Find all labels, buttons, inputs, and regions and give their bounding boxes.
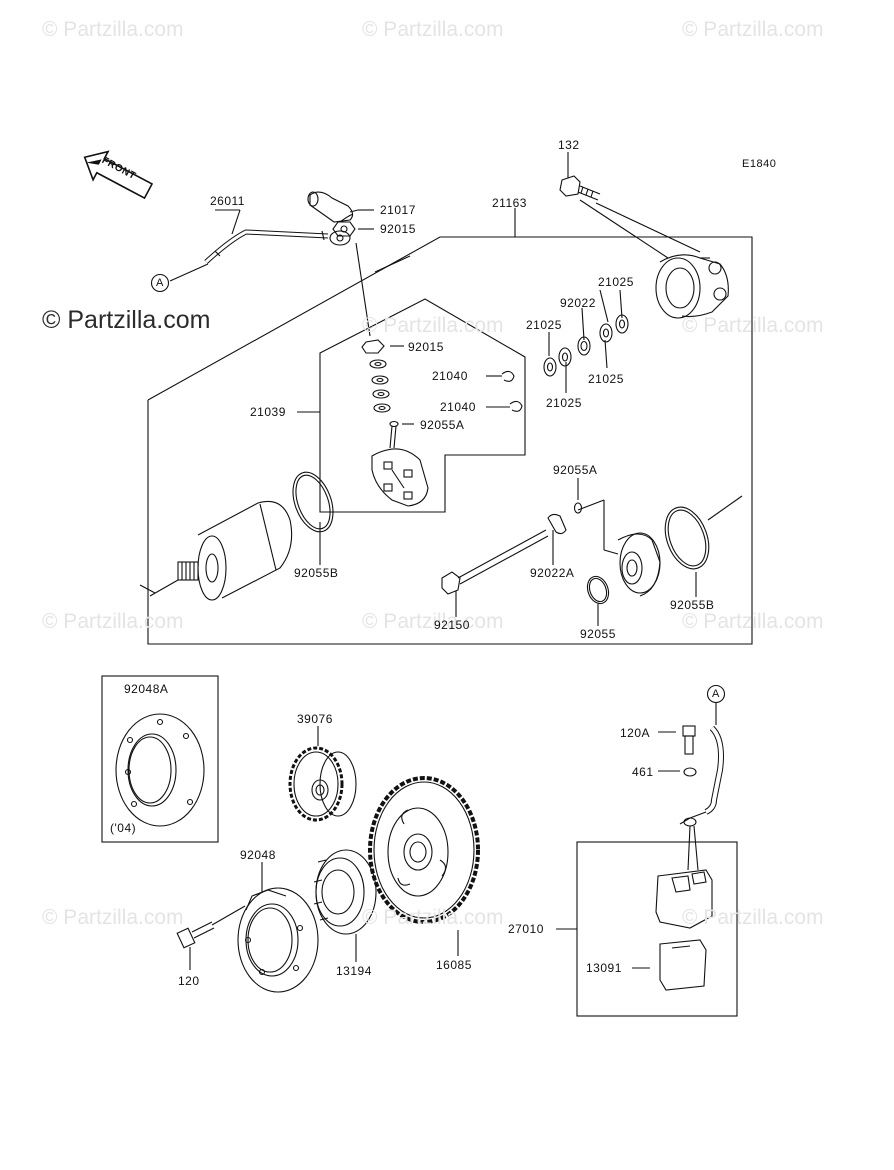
relay-cover-part [659,939,707,991]
flange-92048-part [237,887,319,993]
one-way-clutch-part [313,849,377,935]
part-label-21040-a[interactable]: 21040 [432,369,468,383]
starter-motor-part [149,500,293,601]
brush-spring-part [501,370,523,412]
ref-marker-a-top [150,273,170,293]
part-label-13091[interactable]: 13091 [586,961,622,975]
bolt-132-part [559,175,601,201]
watermark: © Partzilla.com [362,314,504,337]
part-label-92150[interactable]: 92150 [434,618,470,632]
washer-461-part [683,767,697,777]
diagram-code: E1840 [742,158,777,170]
part-label-21163[interactable]: 21163 [492,196,527,210]
part-label-92015-mid[interactable]: 92015 [408,340,444,354]
part-label-21017[interactable]: 21017 [380,203,416,217]
part-label-92015-top[interactable]: 92015 [380,222,416,236]
o-ring-left-part [292,471,334,533]
part-label-21025-a[interactable]: 21025 [598,275,634,289]
starter-gear-part [368,776,480,924]
part-label-26011[interactable]: 26011 [210,194,245,208]
part-label-16085[interactable]: 16085 [436,958,472,972]
watermark: © Partzilla.com [362,610,504,633]
relay-wire-part [679,725,724,871]
part-label-39076[interactable]: 39076 [297,712,333,726]
starter-relay-part [655,869,713,929]
bolt-120A-part [682,725,696,755]
starter-cable-part [204,229,351,264]
part-label-92055[interactable]: 92055 [580,627,616,641]
watermark: © Partzilla.com [42,18,184,41]
part-label-92022[interactable]: 92022 [560,296,596,310]
part-label-92022A[interactable]: 92022A [530,566,575,580]
relay-box [576,841,738,1017]
part-label-21040-b[interactable]: 21040 [440,400,476,414]
watermark: © Partzilla.com [42,610,184,633]
watermark: © Partzilla.com [682,314,824,337]
brush-holder-outline [319,298,526,513]
lock-plate-part [547,513,567,535]
main-assembly-outline [147,236,753,645]
end-cover-part [655,254,729,319]
small-o-ring-part [573,502,583,514]
part-label-13194[interactable]: 13194 [336,964,372,978]
leader-lines [139,152,743,970]
part-label-92055A-a[interactable]: 92055A [420,418,465,432]
brush-plate-part [371,448,429,507]
part-label-120A[interactable]: 120A [620,726,651,740]
part-label-120[interactable]: 120 [178,974,200,988]
front-cover-part [617,532,661,597]
watermark: © Partzilla.com [682,18,824,41]
o-ring-right-part [664,506,710,570]
bolt-120-part [176,921,215,949]
watermark: © Partzilla.com [682,610,824,633]
ref-marker-a-bottom-label: A [712,688,720,700]
watermark: © Partzilla.com [42,906,184,929]
seal-box [101,675,219,843]
part-label-21025-d[interactable]: 21025 [546,396,582,410]
part-label-21025-b[interactable]: 21025 [526,318,562,332]
watermark: © Partzilla.com [682,906,824,929]
part-label-132[interactable]: 132 [558,138,580,152]
front-arrow-icon [83,150,154,200]
washer-set-part [543,314,629,377]
part-label-92055B-b[interactable]: 92055B [670,598,715,612]
year-note: ('04) [110,821,137,835]
part-label-92055B-a[interactable]: 92055B [294,566,339,580]
ref-marker-a-top-label: A [156,277,164,289]
terminal-stack-part [361,339,399,449]
part-label-461[interactable]: 461 [632,765,654,779]
part-label-92048A[interactable]: 92048A [124,682,169,696]
watermark: © Partzilla.com [362,906,504,929]
seal-92048A-part [115,713,205,827]
part-label-21025-c[interactable]: 21025 [588,372,624,386]
part-label-27010[interactable]: 27010 [508,922,544,936]
part-label-21039[interactable]: 21039 [250,405,286,419]
watermark: © Partzilla.com [362,18,504,41]
terminal-cap-part [307,191,354,223]
ref-marker-a-bottom [706,684,726,704]
brand-text: © Partzilla.com [42,306,211,334]
part-label-92048[interactable]: 92048 [240,848,276,862]
nut-part-top [332,221,356,237]
through-bolt-part [441,529,549,595]
part-label-92055A-b[interactable]: 92055A [553,463,598,477]
o-ring-part [586,575,610,605]
idle-gear-part [288,746,357,822]
